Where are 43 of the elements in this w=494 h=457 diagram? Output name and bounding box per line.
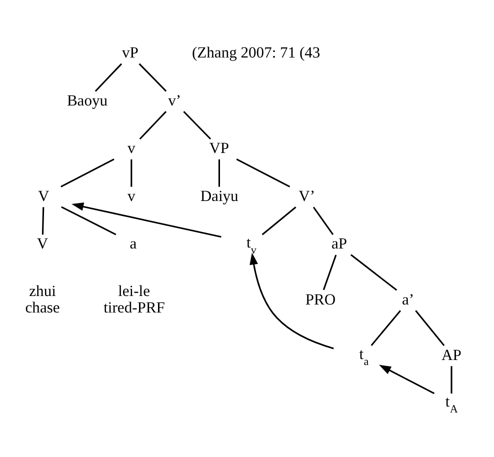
node-text: t$_{A}$ [445, 394, 458, 416]
connector [61, 206, 116, 236]
connector [262, 206, 296, 236]
node-label: zhui [29, 282, 56, 300]
connector [312, 206, 334, 236]
node-text: Baoyu [66, 92, 108, 110]
connector [350, 254, 398, 291]
node-text: v’ [168, 92, 182, 110]
node-text: aP [331, 236, 348, 253]
node-text: v [128, 140, 136, 158]
connector [450, 366, 452, 394]
node-label: chase [25, 300, 60, 317]
connector [130, 159, 132, 187]
node-label: lei-le [118, 282, 150, 300]
connector [370, 310, 401, 346]
node-text: a’ [402, 291, 414, 308]
connector [60, 158, 114, 188]
arrow [250, 252, 334, 350]
node-text: VP [209, 140, 230, 158]
node-text: PRO [305, 291, 336, 308]
node-text: V [38, 188, 50, 205]
node-text: vP [122, 44, 138, 62]
node-text: t$_{v}$ [246, 234, 256, 257]
connector [183, 111, 212, 140]
connector [139, 111, 167, 140]
connector [218, 159, 220, 187]
connector [138, 63, 167, 92]
node-label: tired-PRF [104, 300, 165, 317]
node-text: AP [442, 346, 462, 364]
node-text: a [130, 236, 137, 253]
label: (Zhang 2007: 71 (43 [192, 44, 320, 62]
connector [415, 310, 445, 346]
node-text: V’ [298, 188, 316, 205]
node-text: Daiyu [200, 188, 238, 205]
connector [42, 207, 44, 235]
arrow [72, 202, 222, 238]
node-text: t$_{a}$ [359, 346, 369, 368]
connector [236, 158, 290, 188]
node-text: v [128, 188, 136, 205]
connector [322, 254, 337, 290]
arrow [378, 364, 435, 394]
connector [94, 63, 122, 92]
node-text: V [36, 236, 48, 253]
